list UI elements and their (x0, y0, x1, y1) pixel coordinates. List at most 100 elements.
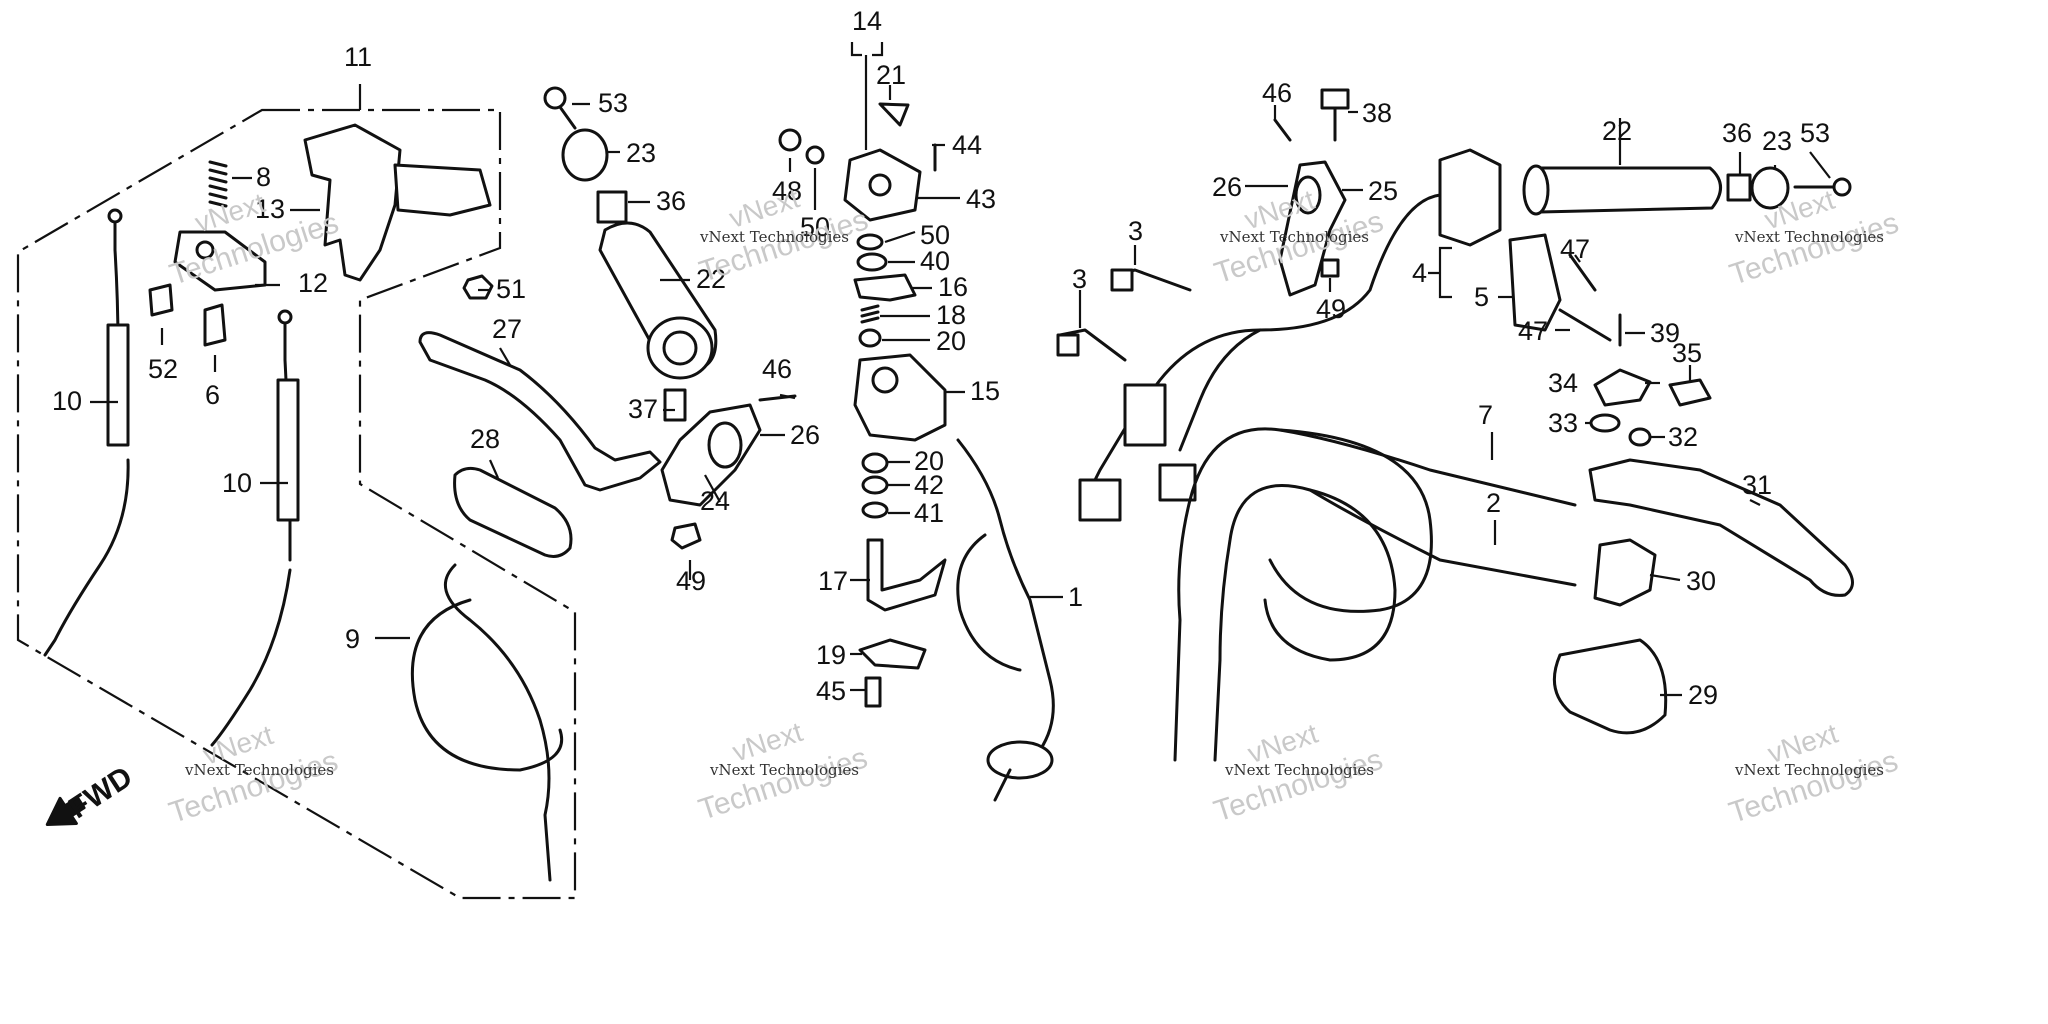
clip (203, 303, 227, 347)
callouts: 11 8 13 12 52 6 10 10 9 27 28 51 53 23 3… (52, 6, 1830, 710)
washer-40 (856, 252, 888, 272)
callout-22a: 22 (696, 264, 726, 294)
perch-block (173, 230, 267, 292)
callout-25: 25 (1368, 176, 1398, 206)
bolt-53-right (1793, 177, 1852, 197)
callout-11: 11 (344, 42, 372, 72)
bushing-20-bottom (861, 452, 889, 474)
throttle-cover (843, 148, 922, 222)
callout-47b: 47 (1518, 316, 1548, 346)
part-35 (1668, 378, 1712, 407)
callout-40: 40 (920, 246, 950, 276)
callout-26a: 26 (790, 420, 820, 450)
clamp-19 (858, 638, 927, 670)
callout-9: 9 (345, 624, 360, 654)
callout-21: 21 (876, 60, 906, 90)
watermark-small-bottom-left: vNext Technologies (184, 761, 334, 779)
watermark-small-bottom-center: vNext Technologies (709, 761, 859, 779)
assembly-outline (16, 108, 577, 900)
switch-housing (1438, 148, 1562, 332)
callout-52: 52 (148, 354, 178, 384)
callout-49b: 49 (1316, 294, 1346, 324)
weight-23-right (1750, 166, 1790, 210)
washer-50 (856, 233, 884, 251)
lever-cover-29 (1552, 638, 1668, 735)
callout-23b: 23 (1762, 126, 1792, 156)
callout-10a: 10 (52, 386, 82, 416)
callout-1: 1 (1068, 582, 1083, 612)
cap-21 (878, 102, 910, 127)
svg-text:vNext: vNext (729, 716, 807, 768)
callout-36a: 36 (656, 186, 686, 216)
throttle-cable-loop (410, 563, 563, 882)
bolt-38 (1320, 88, 1350, 142)
callout-45: 45 (816, 676, 846, 706)
callout-46a: 46 (762, 354, 792, 384)
brake-cable-7 (1173, 427, 1577, 762)
callout-7: 7 (1478, 400, 1493, 430)
clip-3-upper (1110, 268, 1192, 292)
callout-2: 2 (1486, 488, 1501, 518)
callout-34: 34 (1548, 368, 1578, 398)
callout-13: 13 (255, 194, 285, 224)
callout-32: 32 (1668, 422, 1698, 452)
callout-31: 31 (1742, 470, 1772, 500)
nut-49-center (670, 522, 702, 550)
callout-14: 14 (852, 6, 882, 36)
callout-35: 35 (1672, 338, 1702, 368)
callout-46b: 46 (1262, 78, 1292, 108)
callout-3a: 3 (1128, 216, 1143, 246)
svg-text:Technologies: Technologies (1725, 744, 1902, 830)
bolt-53-left (543, 86, 577, 130)
callout-22b: 22 (1602, 116, 1632, 146)
callout-19: 19 (816, 640, 846, 670)
callout-49a: 49 (676, 566, 706, 596)
watermark-small-bottom-right: vNext Technologies (1224, 761, 1374, 779)
clip-3-lower (1056, 328, 1127, 362)
callout-33: 33 (1548, 408, 1578, 438)
callout-3b: 3 (1072, 264, 1087, 294)
bracket-34 (1593, 368, 1652, 407)
callout-10b: 10 (222, 468, 252, 498)
callout-17: 17 (818, 566, 848, 596)
callout-18: 18 (936, 300, 966, 330)
clutch-lever (418, 331, 662, 492)
screw-47-lower (1558, 308, 1612, 342)
callout-37: 37 (628, 394, 658, 424)
callout-5: 5 (1474, 282, 1489, 312)
washer-42 (861, 475, 889, 495)
callout-38: 38 (1362, 98, 1392, 128)
nut-51 (462, 274, 494, 300)
bushing-20-top (858, 328, 882, 348)
callout-53a: 53 (598, 88, 628, 118)
svg-text:Technologies: Technologies (165, 744, 342, 830)
watermark-small-far-right-top: vNext Technologies (1734, 228, 1884, 246)
screw-47-upper (1568, 253, 1597, 292)
watermark-small-far-right-bottom: vNext Technologies (1734, 761, 1884, 779)
watermark-small-top-center: vNext Technologies (699, 228, 849, 246)
callout-41: 41 (914, 498, 944, 528)
callout-39: 39 (1650, 318, 1680, 348)
brake-lever (1588, 458, 1854, 597)
lever-holder-30 (1593, 538, 1657, 607)
spring-18 (860, 304, 880, 324)
callout-28: 28 (470, 424, 500, 454)
callout-51: 51 (496, 274, 526, 304)
throttle-cable-left (210, 309, 300, 747)
fwd-arrow (45, 796, 86, 827)
bolt-46-right (1273, 118, 1292, 142)
bolt-37 (663, 388, 687, 422)
bolt-45 (864, 676, 882, 708)
lever-bracket (303, 123, 492, 282)
callout-20a: 20 (936, 326, 966, 356)
grip-left (598, 221, 718, 380)
svg-text:Technologies: Technologies (695, 741, 872, 827)
brake-cable-2 (1213, 484, 1577, 762)
holder-25 (1278, 160, 1347, 297)
throttle-housing (853, 353, 947, 442)
callout-4: 4 (1412, 258, 1427, 288)
collar-36-left (596, 190, 628, 224)
watermark-small-top-right: vNext Technologies (1219, 228, 1369, 246)
fwd-label: FWD (63, 760, 138, 825)
